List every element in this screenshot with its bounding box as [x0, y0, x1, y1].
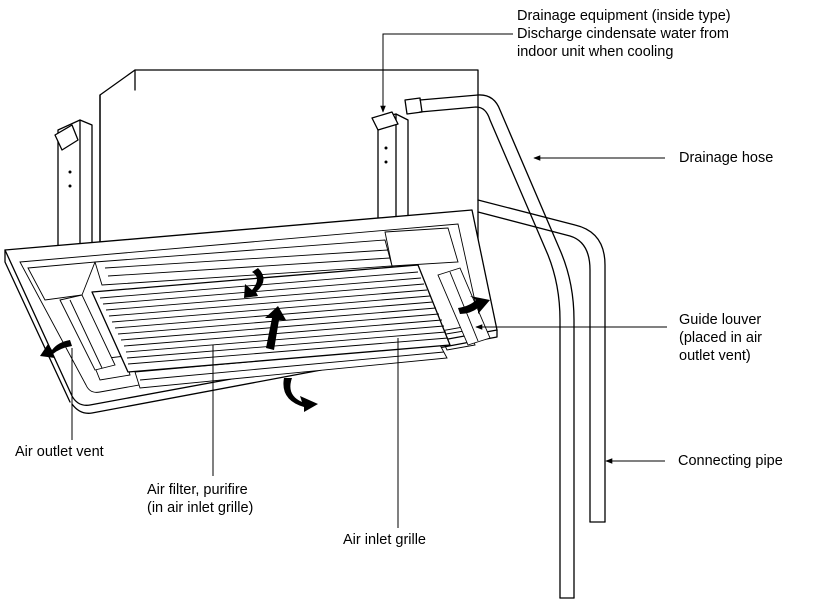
airflow-arrow-left-out [40, 340, 72, 358]
label-line: Drainage hose [679, 150, 774, 166]
airflow-arrow-top-out [244, 268, 264, 298]
label-line: Air inlet grille [343, 532, 426, 548]
label-connecting-pipe: Connecting pipe [678, 452, 783, 470]
label-drainage-hose: Drainage hose [679, 149, 773, 167]
drainage-hose [419, 94, 575, 599]
air-outlet-vent-left [59, 294, 116, 371]
label-air-filter: Air filter, purifire (in air inlet grill… [147, 481, 253, 517]
airflow-arrow-bottom-out [283, 378, 318, 412]
leader-lines [71, 33, 667, 528]
label-line: Connecting pipe [678, 453, 783, 469]
label-air-inlet-grille: Air inlet grille [343, 531, 426, 549]
label-line: Discharge cindensate water from [517, 26, 729, 42]
label-line: (placed in air [679, 330, 763, 346]
label-line: indoor unit when cooling [517, 44, 674, 60]
label-line: outlet vent) [679, 348, 751, 364]
air-inlet-grille [91, 264, 451, 373]
label-drainage-equipment: Drainage equipment (inside type) Dischar… [517, 7, 731, 61]
mounting-bracket-left [54, 119, 93, 263]
label-air-outlet-vent: Air outlet vent [15, 443, 104, 461]
connecting-pipe [477, 199, 606, 523]
label-line: (in air inlet grille) [147, 500, 254, 516]
airflow-arrow-right-out [458, 296, 490, 314]
airflow-arrows [40, 268, 490, 412]
air-outlet-vent-top [94, 239, 393, 286]
label-guide-louver: Guide louver (placed in air outlet vent) [679, 311, 762, 365]
label-line: Air outlet vent [15, 444, 104, 460]
label-line: Guide louver [679, 312, 762, 328]
label-line: Drainage equipment (inside type) [517, 8, 731, 24]
label-line: Air filter, purifire [147, 482, 248, 498]
mounting-bracket-right [371, 111, 409, 233]
airflow-arrow-up [265, 306, 286, 350]
